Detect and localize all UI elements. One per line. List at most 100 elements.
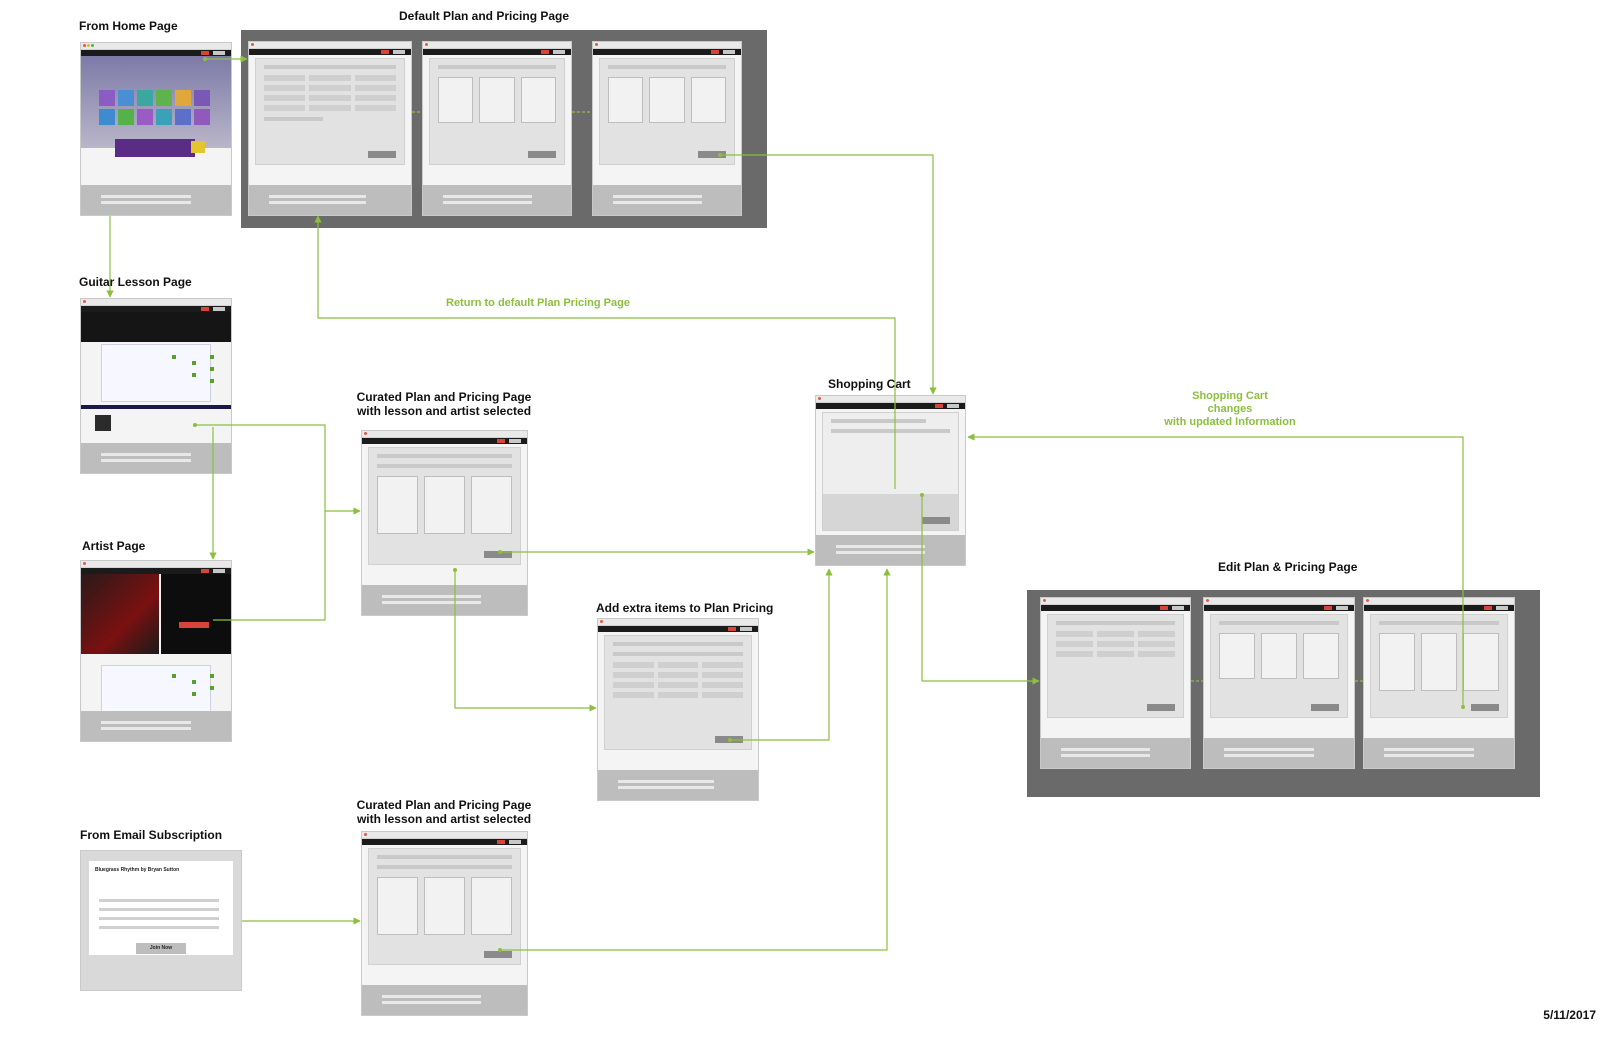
default-plan-mock-2[interactable] bbox=[422, 41, 572, 216]
add-to-cart-button[interactable] bbox=[368, 151, 396, 158]
browser-chrome bbox=[593, 42, 741, 49]
edit-plan-mock-1[interactable] bbox=[1040, 597, 1191, 769]
edit-plan-mock-3[interactable] bbox=[1363, 597, 1515, 769]
browser-chrome bbox=[81, 299, 231, 306]
curated-plan-mock-1[interactable] bbox=[361, 430, 528, 616]
heading-edit-plan: Edit Plan & Pricing Page bbox=[1218, 560, 1358, 574]
update-cart-button[interactable] bbox=[1147, 704, 1175, 711]
page-footer bbox=[598, 770, 758, 800]
add-to-cart-button[interactable] bbox=[484, 551, 512, 558]
update-cart-button[interactable] bbox=[1471, 704, 1499, 711]
browser-chrome bbox=[1364, 598, 1514, 605]
lesson-comparison-table bbox=[101, 344, 214, 402]
heading-curated-1-line2: with lesson and artist selected bbox=[356, 404, 532, 418]
heading-from-email: From Email Subscription bbox=[80, 828, 223, 842]
default-plan-mock-3[interactable] bbox=[592, 41, 742, 216]
page-footer bbox=[1041, 738, 1190, 768]
browser-chrome bbox=[362, 431, 527, 438]
site-nav bbox=[362, 839, 527, 845]
email-content: Bluegrass Rhythm by Bryan Sutton Join No… bbox=[89, 861, 233, 955]
artist-hero bbox=[161, 574, 231, 654]
shopping-cart-mock[interactable] bbox=[815, 395, 966, 566]
add-extra-items-mock[interactable] bbox=[597, 618, 759, 801]
page-footer bbox=[81, 443, 231, 473]
site-nav bbox=[816, 403, 965, 409]
browser-chrome bbox=[362, 832, 527, 839]
email-subscription-mock[interactable]: Bluegrass Rhythm by Bryan Sutton Join No… bbox=[80, 850, 242, 991]
site-nav bbox=[1041, 605, 1190, 611]
artist-bio bbox=[95, 415, 111, 431]
artist-options-panel bbox=[429, 58, 565, 165]
guitar-lesson-mock[interactable] bbox=[80, 298, 232, 474]
browser-chrome bbox=[81, 43, 231, 50]
default-plan-mock-1[interactable] bbox=[248, 41, 412, 216]
plan-tier-columns bbox=[377, 877, 512, 935]
plan-tiers-panel bbox=[599, 58, 735, 165]
promo-badge bbox=[191, 141, 205, 153]
cart-summary bbox=[823, 494, 958, 530]
site-nav bbox=[1204, 605, 1354, 611]
site-nav bbox=[249, 49, 411, 55]
site-nav bbox=[423, 49, 571, 55]
heading-curated-1: Curated Plan and Pricing Page with lesso… bbox=[354, 390, 534, 418]
page-footer bbox=[81, 711, 231, 741]
plan-tier-columns bbox=[608, 77, 726, 123]
annotation-cart-changes-line1: Shopping Cart bbox=[1192, 390, 1268, 402]
page-footer bbox=[1364, 738, 1514, 768]
heading-artist: Artist Page bbox=[82, 539, 146, 553]
checkout-button[interactable] bbox=[922, 517, 950, 524]
email-text-lines bbox=[99, 899, 219, 935]
edit-plan-panel bbox=[1047, 614, 1184, 718]
site-nav bbox=[598, 626, 758, 632]
artist-page-mock[interactable] bbox=[80, 560, 232, 742]
page-footer bbox=[816, 535, 965, 565]
add-to-cart-button[interactable] bbox=[528, 151, 556, 158]
browser-chrome bbox=[816, 396, 965, 403]
site-nav bbox=[362, 438, 527, 444]
add-to-cart-button[interactable] bbox=[715, 736, 743, 743]
page-footer bbox=[362, 985, 527, 1015]
heading-guitar-lesson: Guitar Lesson Page bbox=[79, 275, 192, 289]
cart-panel bbox=[822, 412, 959, 531]
promo-banner bbox=[115, 139, 195, 157]
heading-shopping-cart: Shopping Cart bbox=[828, 377, 911, 391]
site-nav bbox=[81, 306, 231, 312]
browser-chrome bbox=[423, 42, 571, 49]
page-footer bbox=[362, 585, 527, 615]
curated-plan-mock-2[interactable] bbox=[361, 831, 528, 1016]
annotation-return-default: Return to default Plan Pricing Page bbox=[446, 297, 630, 309]
plan-options-panel bbox=[255, 58, 405, 165]
guitar-lessons-banner bbox=[81, 312, 231, 342]
document-date: 5/11/2017 bbox=[1543, 1008, 1596, 1022]
update-cart-button[interactable] bbox=[1311, 704, 1339, 711]
heading-curated-1-line1: Curated Plan and Pricing Page bbox=[356, 390, 532, 404]
browser-chrome bbox=[1204, 598, 1354, 605]
heading-default-plan: Default Plan and Pricing Page bbox=[399, 9, 570, 23]
edit-plan-mock-2[interactable] bbox=[1203, 597, 1355, 769]
artist-photo bbox=[81, 574, 159, 654]
lesson-comparison-table bbox=[101, 665, 214, 713]
page-footer bbox=[1204, 738, 1354, 768]
heading-curated-2-line1: Curated Plan and Pricing Page bbox=[356, 798, 532, 812]
browser-chrome bbox=[1041, 598, 1190, 605]
home-hero bbox=[81, 56, 231, 148]
join-now-button[interactable]: Join Now bbox=[136, 943, 186, 954]
instrument-options bbox=[264, 75, 396, 111]
browser-chrome bbox=[598, 619, 758, 626]
plan-tier-columns bbox=[1379, 633, 1499, 691]
add-to-cart-button[interactable] bbox=[484, 951, 512, 958]
plan-tier-columns bbox=[377, 476, 512, 534]
home-page-mock[interactable] bbox=[80, 42, 232, 216]
heading-curated-2: Curated Plan and Pricing Page with lesso… bbox=[354, 798, 534, 826]
artist-cards bbox=[1219, 633, 1339, 679]
edit-tiers-panel bbox=[1370, 614, 1508, 718]
browser-chrome bbox=[81, 561, 231, 568]
site-nav bbox=[1364, 605, 1514, 611]
extra-items-panel bbox=[604, 635, 752, 750]
add-to-cart-button[interactable] bbox=[698, 151, 726, 158]
instrument-options bbox=[1056, 631, 1175, 657]
page-footer bbox=[81, 185, 231, 215]
heading-curated-2-line2: with lesson and artist selected bbox=[356, 812, 532, 826]
instrument-tiles bbox=[99, 90, 210, 125]
site-nav bbox=[593, 49, 741, 55]
